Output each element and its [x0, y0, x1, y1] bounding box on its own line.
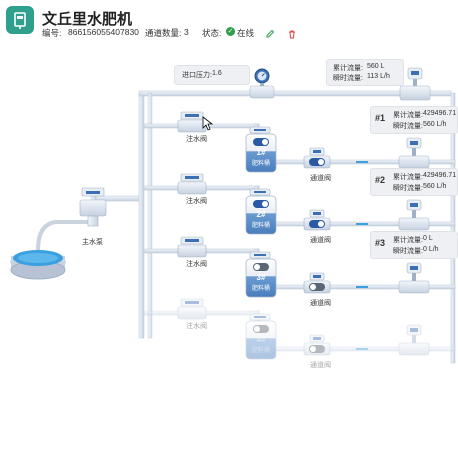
fertilizer-tank-icon [245, 126, 277, 173]
edit-icon[interactable] [265, 26, 275, 44]
channel-cum-label: 累计流量: [393, 237, 423, 244]
tank-number-label: 1# [256, 148, 266, 157]
tank-sub-label: 肥料桶 [251, 223, 270, 229]
channel-id: #2 [375, 175, 386, 185]
main-flow-box: 累计流量: 560 L 瞬时流量: 113 L/h [326, 59, 404, 86]
tank-number-label: 3# [256, 273, 266, 282]
channel-valve-label: 通道阀 [310, 237, 331, 244]
inject-valve-label: 注水阀 [186, 323, 207, 330]
inject-valve-icon [177, 236, 207, 258]
pressure-gauge [249, 68, 275, 99]
channel-flow-meter-icon [398, 262, 430, 294]
inject-valve-icon [177, 111, 207, 133]
tank-number-label: 4# [256, 335, 266, 344]
channel-inst-value: 560 L/h [423, 183, 447, 190]
tank-sub-label: 肥料桶 [251, 348, 270, 354]
channel-row-4 [143, 298, 456, 360]
main-pipes [36, 90, 456, 364]
fertilizer-tank-icon [245, 188, 277, 235]
main-pump [79, 187, 107, 227]
channel-inst-label: 瞬时流量: [393, 248, 423, 255]
channel-valve-label: 通道阀 [310, 362, 331, 369]
status-value: 在线 [237, 28, 255, 38]
inlet-pressure-label: 进口压力: [182, 72, 212, 79]
channel-inst-label: 瞬时流量: [393, 123, 423, 130]
channel-row-2 [143, 173, 456, 235]
status-label: 状态: [202, 28, 222, 38]
inject-valve-label: 注水阀 [186, 261, 207, 268]
tank-sub-label: 肥料桶 [251, 161, 270, 167]
main-cum-value: 560 L [367, 63, 385, 70]
mouse-cursor-icon [202, 116, 214, 131]
channel-inst-value: 560 L/h [423, 121, 447, 128]
serial-label: 编号: [42, 28, 62, 38]
inlet-pressure-box: 进口压力: 1.6 [174, 65, 250, 85]
device-icon [14, 12, 26, 29]
channel-row-1 [143, 111, 456, 173]
inject-valve-icon [177, 173, 207, 195]
channel-flow-meter-icon [398, 137, 430, 169]
delete-icon[interactable] [287, 26, 297, 44]
channel-inst-value: 0 L/h [423, 246, 439, 253]
channel-cum-value: 0 L [423, 235, 433, 242]
device-title: 文丘里水肥机 [42, 11, 133, 28]
tank-number-label: 2# [256, 210, 266, 219]
channel-flow-meter-icon [398, 324, 430, 356]
channel-cum-value: 429496.71 L [423, 110, 458, 117]
inject-valve-label: 注水阀 [186, 198, 207, 205]
channel-valve-icon [303, 272, 331, 294]
main-inst-label: 瞬时流量: [333, 75, 363, 82]
pump-label: 主水泵 [82, 239, 103, 246]
channel-valve-icon [303, 334, 331, 356]
inlet-pressure-value: 1.6 [212, 70, 222, 77]
channel-cum-label: 累计流量: [393, 174, 423, 181]
channel-id: #1 [375, 113, 386, 123]
main-flow-meter [399, 67, 431, 101]
channels-value: 3 [184, 27, 189, 37]
channels-label: 通道数量: [145, 28, 182, 38]
chevron-down-icon[interactable]: ▼ [117, 11, 126, 21]
channel-valve-icon [303, 209, 331, 231]
channel-valve-icon [303, 147, 331, 169]
inject-valve-icon [177, 298, 207, 320]
water-reservoir [10, 250, 66, 280]
channel-valve-label: 通道阀 [310, 175, 331, 182]
channel-id: #3 [375, 238, 386, 248]
channel-inst-label: 瞬时流量: [393, 185, 423, 192]
main-inst-value: 113 L/h [367, 73, 390, 80]
fertilizer-tank-icon [245, 251, 277, 298]
channel-cum-value: 429496.71 L [423, 172, 458, 179]
channel-row-3 [143, 236, 456, 298]
channel-cum-label: 累计流量: [393, 112, 423, 119]
serial-value: 866156055407830 [68, 27, 139, 37]
channel-valve-label: 通道阀 [310, 300, 331, 307]
check-circle-icon: ✓ [226, 27, 235, 36]
inject-valve-label: 注水阀 [186, 136, 207, 143]
fertilizer-tank-icon [245, 313, 277, 360]
tank-sub-label: 肥料桶 [251, 286, 270, 292]
app-logo [6, 6, 34, 34]
main-cum-label: 累计流量: [333, 65, 363, 72]
channel-flow-meter-icon [398, 199, 430, 231]
